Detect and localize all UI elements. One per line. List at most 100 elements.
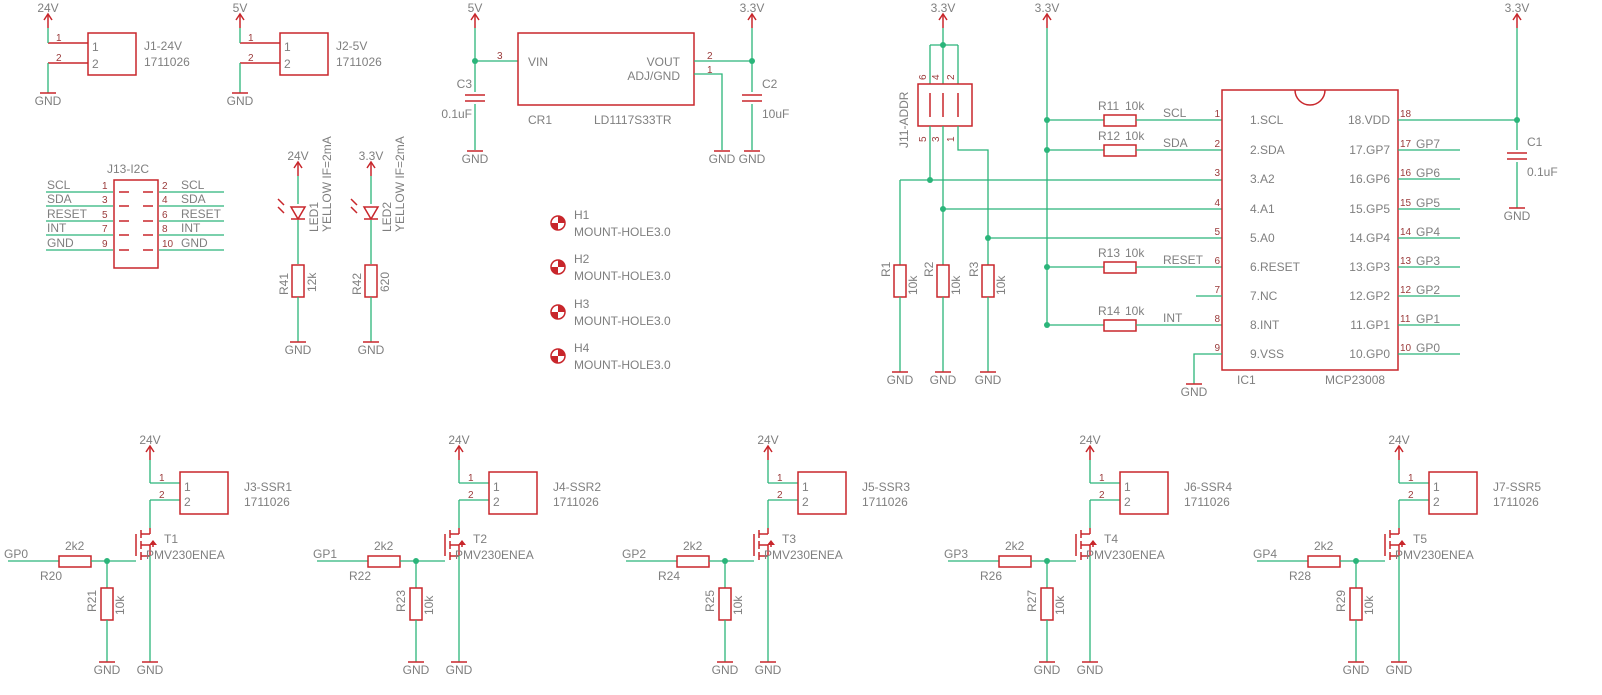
mount-hole-icon — [551, 223, 558, 230]
regulator-ref: CR1 — [528, 113, 552, 127]
ground-label: GND — [930, 373, 957, 387]
series-resistor-value: 2k2 — [1314, 539, 1334, 553]
pullup-resistor — [1103, 261, 1137, 274]
pin-number: 9 — [1214, 343, 1220, 354]
rail-supply-label: 3.3V — [1035, 1, 1060, 15]
mount-hole-icon — [551, 267, 558, 274]
wire — [694, 73, 723, 150]
pulldown-resistor — [409, 587, 423, 621]
pulldown-resistor — [1349, 587, 1363, 621]
supply-arrow-head — [747, 12, 757, 21]
series-resistor-ref: R22 — [349, 569, 371, 583]
series-resistor-ref: R24 — [658, 569, 680, 583]
ground-label: GND — [1386, 663, 1413, 677]
pin-number: 1 — [159, 473, 165, 484]
addr-supply-label: 3.3V — [931, 1, 956, 15]
pin-number: 4 — [1214, 198, 1220, 209]
series-resistor — [58, 555, 92, 568]
pin-number: 2 — [946, 74, 957, 80]
i2c-signal-label: GND — [47, 236, 74, 250]
regulator-input-supply: 5V — [468, 1, 483, 15]
pin-name: 1 — [802, 480, 809, 494]
i2c-signal-label: SDA — [47, 192, 72, 206]
i2c-signal-label: SCL — [47, 178, 71, 192]
ic-pin-name: 11.GP1 — [1350, 318, 1390, 332]
i2c-header-body — [113, 179, 159, 269]
series-resistor-ref: R26 — [980, 569, 1002, 583]
pin-name: 1 — [1124, 480, 1131, 494]
supply-arrow-head — [470, 12, 480, 21]
ic-ref: IC1 — [1237, 373, 1256, 387]
gpio-net-label: GP5 — [1416, 196, 1440, 210]
ic-pin-name: 8.INT — [1250, 318, 1280, 332]
mount-hole-part: MOUNT-HOLE3.0 — [574, 314, 671, 328]
pin-number: 5 — [1214, 227, 1220, 238]
pulldown-resistor-ref: R23 — [394, 590, 408, 612]
gpio-net-label: GP7 — [1416, 137, 1440, 151]
supply-arrow-head — [938, 12, 948, 21]
mosfet-diode — [149, 540, 157, 545]
pin-number: 10 — [1400, 343, 1412, 354]
ground-label: GND — [975, 373, 1002, 387]
pulldown-resistor-value: 10k — [1053, 595, 1067, 615]
ground-label: GND — [358, 343, 385, 357]
supply-arrow-head — [763, 444, 773, 453]
pullup-ref: R13 — [1098, 246, 1120, 260]
supply-arrow-head — [366, 160, 376, 169]
pin-name: 2 — [1433, 495, 1440, 509]
mosfet-part: PMV230ENEA — [764, 548, 843, 562]
ssr-supply-label: 24V — [448, 433, 469, 447]
led-arrow-icon — [350, 206, 358, 214]
ic-pin-name: 14.GP4 — [1349, 231, 1390, 245]
pulldown-resistor-value: 10k — [113, 595, 127, 615]
ic-pin-name: 12.GP2 — [1349, 289, 1390, 303]
pin-name: 1 — [284, 40, 291, 54]
mosfet-ref: T4 — [1104, 532, 1118, 546]
pin-name: 1 — [92, 40, 99, 54]
regulator-pin-vin: VIN — [528, 55, 548, 69]
pullup-ref: R11 — [1098, 99, 1119, 113]
pin-number: 10 — [162, 239, 174, 250]
mosfet-ref: T5 — [1413, 532, 1427, 546]
regulator-output-supply: 3.3V — [740, 1, 765, 15]
mosfet-ref: T3 — [782, 532, 796, 546]
c2-ref: C2 — [762, 77, 778, 91]
ssr-connector-ref: J6-SSR4 — [1184, 480, 1232, 494]
ground-label: GND — [1077, 663, 1104, 677]
pin-number: 8 — [1214, 314, 1220, 325]
ic-pin-name: 16.GP6 — [1349, 172, 1390, 186]
led-resistor-value: 12k — [305, 272, 319, 292]
addr-resistor-ref: R2 — [922, 261, 936, 277]
pin-number: 2 — [1408, 490, 1414, 501]
ic-pin-name: 9.VSS — [1250, 347, 1284, 361]
power-supply-label: 5V — [233, 1, 248, 15]
ic-pin-name: 4.A1 — [1250, 202, 1275, 216]
pin-number: 7 — [102, 224, 108, 235]
led-arrow-icon — [277, 198, 285, 206]
mount-hole-part: MOUNT-HOLE3.0 — [574, 269, 671, 283]
pin-name: 2 — [1124, 495, 1131, 509]
mosfet-diode — [767, 540, 775, 545]
led-spec: YELLOW IF=2mA — [320, 136, 334, 232]
gpio-net-label: GP1 — [313, 547, 337, 561]
pin-number: 3 — [497, 51, 503, 62]
wire — [957, 126, 989, 238]
led-resistor — [291, 264, 305, 298]
gpio-net-label: GP2 — [1416, 283, 1440, 297]
led-resistor — [364, 264, 378, 298]
led-resistor-ref: R42 — [350, 273, 364, 295]
i2c-signal-label: INT — [47, 221, 67, 235]
pin-name: 2 — [92, 57, 99, 71]
supply-arrow-head — [43, 12, 53, 21]
mosfet-ref: T1 — [164, 532, 178, 546]
ic-pin-name: 2.SDA — [1250, 143, 1285, 157]
pin-number: 18 — [1400, 109, 1412, 120]
pin-number: 1 — [468, 473, 474, 484]
ic-pin-name: 5.A0 — [1250, 231, 1275, 245]
mount-hole-ref: H2 — [574, 252, 590, 266]
series-resistor-ref: R20 — [40, 569, 62, 583]
pin-number: 2 — [159, 490, 165, 501]
ground-label: GND — [35, 94, 62, 108]
ic-pin-name: 6.RESET — [1250, 260, 1301, 274]
